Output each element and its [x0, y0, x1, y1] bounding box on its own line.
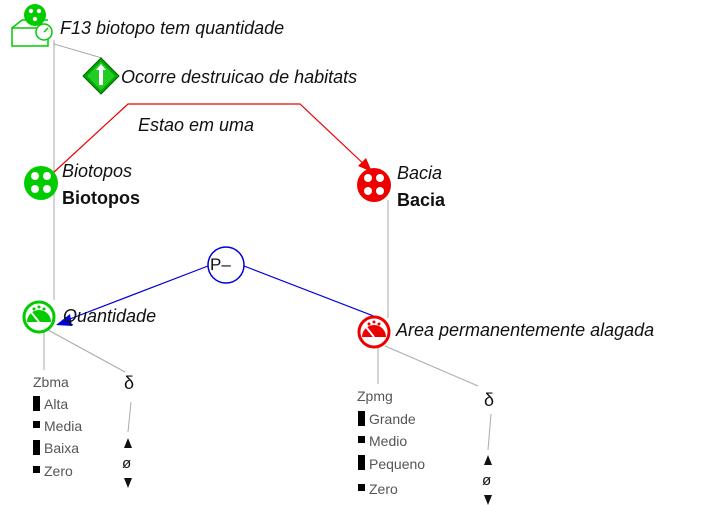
value-marker [358, 455, 365, 470]
entity-instance-label: Bacia [397, 190, 446, 210]
derivative-line [127, 401, 132, 433]
derivative-arrows-left [124, 438, 132, 488]
quantity-gauge-icon [22, 300, 56, 334]
derivative-line [487, 413, 492, 451]
connector-line [53, 43, 103, 59]
derivative-symbol: δ [124, 373, 135, 393]
arrowhead [358, 158, 372, 172]
quantity-space-name: Zpmg [357, 388, 393, 404]
model-fragment-icon [11, 4, 53, 47]
connector-line [384, 345, 479, 387]
quantity-label: Area permanentemente alagada [396, 320, 655, 340]
influence-label: P– [210, 255, 231, 274]
process-label: Ocorre destruicao de habitats [121, 67, 358, 87]
quantity-label: Quantidade [63, 306, 157, 326]
relation-label: Estao em uma [138, 115, 255, 135]
derivative-arrows-right [484, 455, 492, 505]
quantity-value: Zero [44, 463, 73, 479]
value-marker [358, 411, 365, 426]
entity-icon [24, 166, 58, 200]
entity-type-label: Biotopos [62, 161, 133, 181]
configuration-arrow [39, 103, 369, 186]
quantity-value: Pequeno [369, 456, 426, 472]
quantity-value: Baixa [44, 440, 80, 456]
value-marker [358, 436, 365, 443]
derivative-zero: ø [122, 455, 132, 472]
influence-node [207, 246, 245, 284]
value-marker [33, 421, 40, 428]
quantity-value: Media [44, 418, 83, 434]
value-marker [358, 484, 365, 491]
value-marker [33, 440, 40, 455]
entity-icon [357, 168, 391, 202]
derivative-zero: ø [482, 472, 492, 489]
arrowhead [56, 314, 72, 326]
entity-instance-label: Biotopos [62, 188, 140, 208]
connector-line [47, 329, 126, 373]
quantity-value: Medio [369, 433, 408, 449]
value-marker [33, 396, 40, 411]
fragment-title: F13 biotopo tem quantidade [60, 18, 285, 38]
quantity-value: Grande [369, 411, 416, 427]
entity-type-label: Bacia [397, 163, 443, 183]
influence-line [243, 265, 385, 321]
quantity-value: Zero [369, 481, 398, 497]
influence-line [61, 265, 209, 323]
derivative-symbol: δ [484, 390, 495, 410]
quantity-gauge-icon [357, 315, 391, 349]
quantity-value: Alta [44, 396, 69, 412]
process-icon [82, 57, 120, 95]
quantity-space-name: Zbma [33, 374, 69, 390]
value-marker [33, 466, 40, 473]
